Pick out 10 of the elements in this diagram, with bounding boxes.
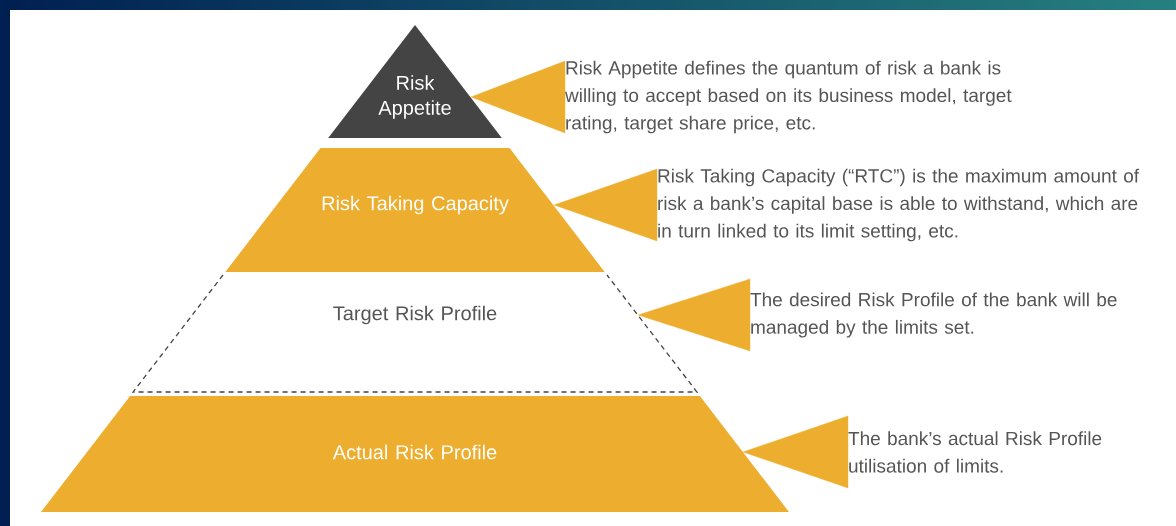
description-text: The bank’s actual Risk Profile utilisation of limits. [848,431,1102,473]
pointer-triangle [637,278,751,352]
description-text: Risk Appetite defines the quantum of risk a bank is willing to accept based on its business model, target rating, target share price, etc. [564,60,1012,134]
pyramid-apex: Risk Appetite [328,25,502,138]
pointer-triangle [742,415,849,489]
pyramid-band: Target Risk Profile [131,274,699,393]
pointer-triangle [470,60,566,134]
description-text: Risk Taking Capacity (“RTC”) is the maximum amount of risk a bank’s capital base is able to withstand, which are in turn linked to its limit setting, etc. [658,168,1140,242]
description-text: The desired Risk Profile of the bank will be managed by the limits set. [750,292,1117,338]
pointer-triangle [553,168,658,242]
